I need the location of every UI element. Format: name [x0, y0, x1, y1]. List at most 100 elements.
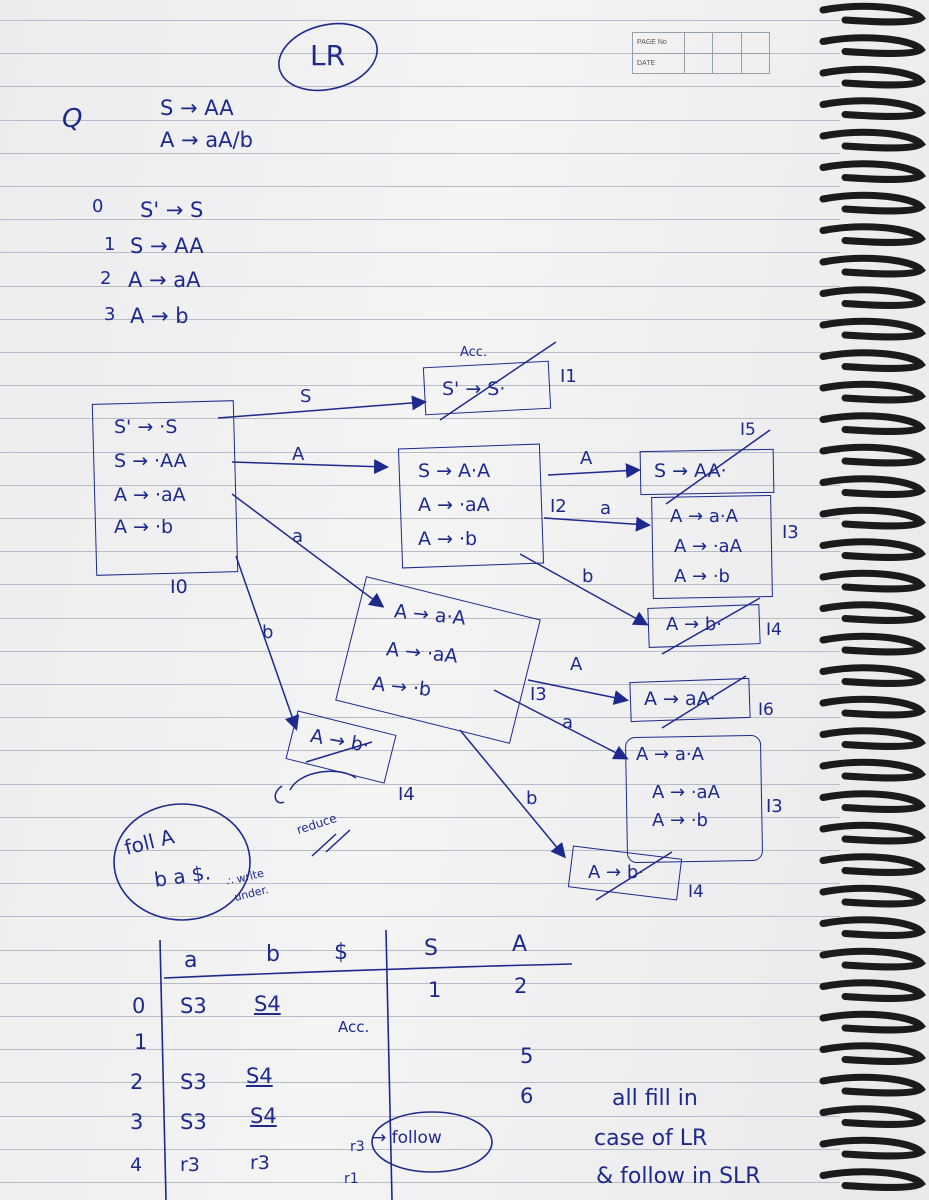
spiral-binding: [819, 2, 927, 1191]
edge-i2-i3: [543, 516, 651, 532]
spiral-coil: [819, 1010, 927, 1034]
production-rule: S' → S: [140, 198, 204, 222]
spiral-coil: [819, 1168, 927, 1191]
spiral-coil: [819, 128, 927, 152]
spiral-coil: [819, 695, 927, 719]
spiral-coil: [819, 191, 927, 215]
spiral-coil: [819, 853, 927, 876]
item: A → aA·: [644, 688, 716, 710]
edge-label: A: [292, 444, 305, 465]
col-header-dollar: $: [334, 940, 348, 965]
grammar-line-2: A → aA/b: [160, 128, 253, 152]
edge-label: A: [570, 654, 583, 675]
cell: S4: [254, 992, 281, 1016]
spiral-coil: [819, 821, 927, 845]
row-state: 3: [130, 1110, 144, 1134]
item: A → b·: [666, 614, 722, 635]
item: A → a·A: [670, 506, 738, 527]
page-no-label: PAGE No: [633, 33, 685, 53]
question-mark: Q: [62, 104, 83, 134]
spiral-coil: [819, 65, 927, 89]
cell: r3: [350, 1139, 365, 1155]
col-header-a-goto: A: [512, 932, 528, 957]
item: A → ·aA: [418, 494, 490, 516]
edge-i3-i3: [493, 689, 629, 760]
production-number: 0: [92, 196, 104, 217]
spiral-coil: [819, 223, 927, 246]
production-number: 3: [104, 304, 116, 325]
spiral-coil: [819, 947, 927, 971]
item: S → AA·: [654, 460, 727, 482]
edge-i2-i5: [547, 463, 641, 479]
date-label: DATE: [633, 54, 685, 74]
cell: 2: [514, 974, 528, 998]
state-label-i3: I3: [782, 522, 799, 543]
production-rule: A → b: [130, 304, 189, 328]
state-label-i3: I3: [530, 684, 547, 705]
edge-label: a: [562, 712, 574, 733]
item: A → a·A: [636, 744, 704, 765]
cell: S3: [180, 1110, 207, 1134]
production-number: 1: [104, 234, 116, 255]
state-label-i6: I6: [758, 700, 774, 720]
spiral-coil: [819, 1105, 927, 1128]
edge-i0-i1: [217, 395, 427, 419]
edge-i3-i6: [527, 679, 629, 705]
item: S → ·AA: [114, 450, 187, 472]
spiral-coil: [819, 1136, 927, 1160]
cell: S4: [250, 1104, 277, 1128]
spiral-coil: [819, 601, 927, 624]
edge-i0-i4: [235, 555, 300, 731]
accept-note: Acc.: [460, 345, 488, 360]
cell: S3: [180, 994, 207, 1018]
spiral-coil: [819, 349, 927, 372]
spiral-coil: [819, 380, 927, 404]
state-label-i3: I3: [766, 796, 783, 817]
row-state: 2: [130, 1070, 144, 1094]
spiral-coil: [819, 443, 927, 467]
edge-label: b: [262, 622, 274, 643]
state-label-i0: I0: [170, 576, 188, 598]
edge-i2-i4: [519, 553, 649, 626]
item: S → A·A: [418, 460, 491, 482]
item: S' → S·: [442, 378, 506, 400]
item: A → ·b: [674, 566, 730, 587]
item: A → ·aA: [652, 782, 720, 803]
item: A → ·aA: [674, 536, 742, 557]
edge-label: a: [600, 498, 612, 519]
item: A → ·b: [114, 516, 174, 538]
edge-i3-i4: [459, 729, 566, 859]
production-rule: S → AA: [130, 234, 204, 258]
spiral-coil: [819, 538, 927, 561]
spiral-coil: [819, 758, 927, 782]
state-label-i4: I4: [398, 784, 415, 805]
spiral-coil: [819, 97, 927, 120]
cell: S4: [246, 1064, 273, 1088]
spiral-coil: [819, 160, 927, 183]
item: A → b·: [588, 862, 644, 883]
edge-label: a: [292, 526, 304, 547]
cell: Acc.: [338, 1018, 370, 1036]
edge-label: b: [526, 788, 538, 809]
edge-label: A: [580, 448, 593, 469]
follow-tag: → follow: [372, 1128, 442, 1148]
page-date-stamp: PAGE No DATE: [632, 32, 770, 74]
spiral-coil: [819, 317, 927, 341]
spiral-coil: [819, 2, 927, 26]
state-label-i1: I1: [560, 366, 577, 387]
spiral-coil: [819, 475, 927, 498]
spiral-coil: [819, 506, 927, 530]
production-number: 2: [100, 268, 112, 289]
side-note-line-3: & follow in SLR: [596, 1164, 761, 1189]
col-header-a: a: [184, 948, 198, 973]
item: A → ·b: [652, 810, 708, 831]
spiral-coil: [819, 790, 927, 813]
heading-lr: LR: [310, 39, 346, 72]
col-header-b: b: [266, 942, 280, 967]
cell: 6: [520, 1084, 534, 1108]
production-rule: A → aA: [128, 268, 201, 292]
side-note-line-1: all fill in: [612, 1086, 698, 1111]
col-header-s: S: [424, 936, 438, 961]
